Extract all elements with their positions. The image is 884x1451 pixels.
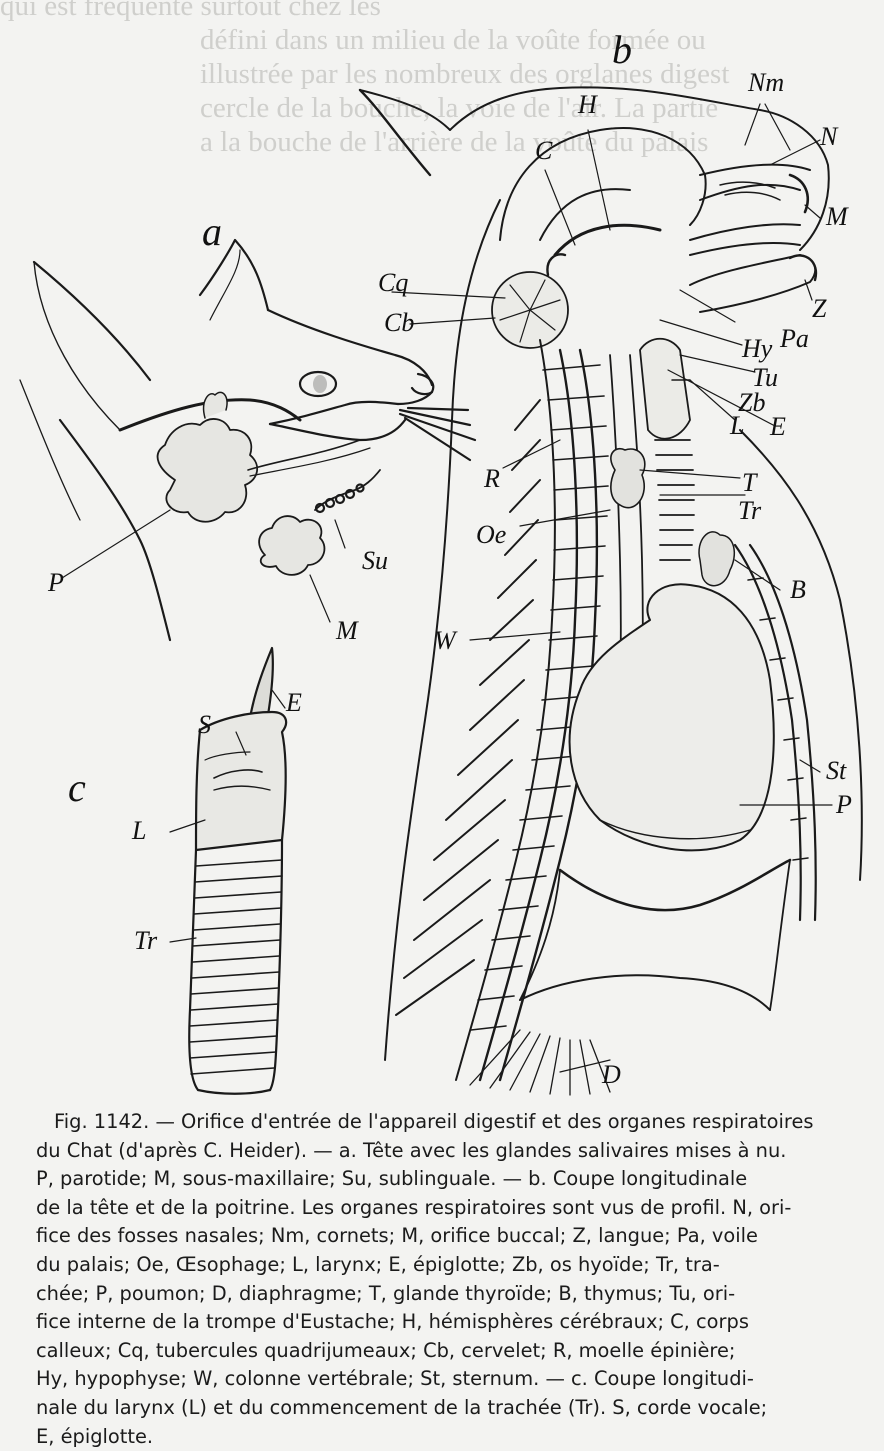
panel-letter-c: c bbox=[68, 768, 86, 808]
caption-line: de la tête et de la poitrine. Les organe… bbox=[36, 1194, 852, 1223]
caption-line: calleux; Cq, tubercules quadrijumeaux; C… bbox=[36, 1337, 852, 1366]
caption-line: fice interne de la trompe d'Eustache; H,… bbox=[36, 1308, 852, 1337]
panel-c-larynx-section-illustration bbox=[0, 0, 884, 1100]
caption-line: E, épiglotte. bbox=[36, 1423, 852, 1451]
figure-caption: Fig. 1142. — Orifice d'entrée de l'appar… bbox=[36, 1108, 852, 1451]
label-c-l: L bbox=[132, 818, 146, 844]
caption-line: fice des fosses nasales; Nm, cornets; M,… bbox=[36, 1222, 852, 1251]
caption-line: P, parotide; M, sous-maxillaire; Su, sub… bbox=[36, 1165, 852, 1194]
caption-line: Hy, hypophyse; W, colonne vertébrale; St… bbox=[36, 1365, 852, 1394]
label-c-tr: Tr bbox=[134, 928, 157, 954]
label-c-e: E bbox=[286, 690, 302, 716]
caption-line: du Chat (d'après C. Heider). — a. Tête a… bbox=[36, 1137, 852, 1166]
caption-line: du palais; Oe, Œsophage; L, larynx; E, é… bbox=[36, 1251, 852, 1280]
label-c-s: S bbox=[198, 712, 211, 738]
caption-line: nale du larynx (L) et du commencement de… bbox=[36, 1394, 852, 1423]
caption-line: Fig. 1142. — Orifice d'entrée de l'appar… bbox=[36, 1108, 852, 1137]
caption-line: chée; P, poumon; D, diaphragme; T, gland… bbox=[36, 1280, 852, 1309]
